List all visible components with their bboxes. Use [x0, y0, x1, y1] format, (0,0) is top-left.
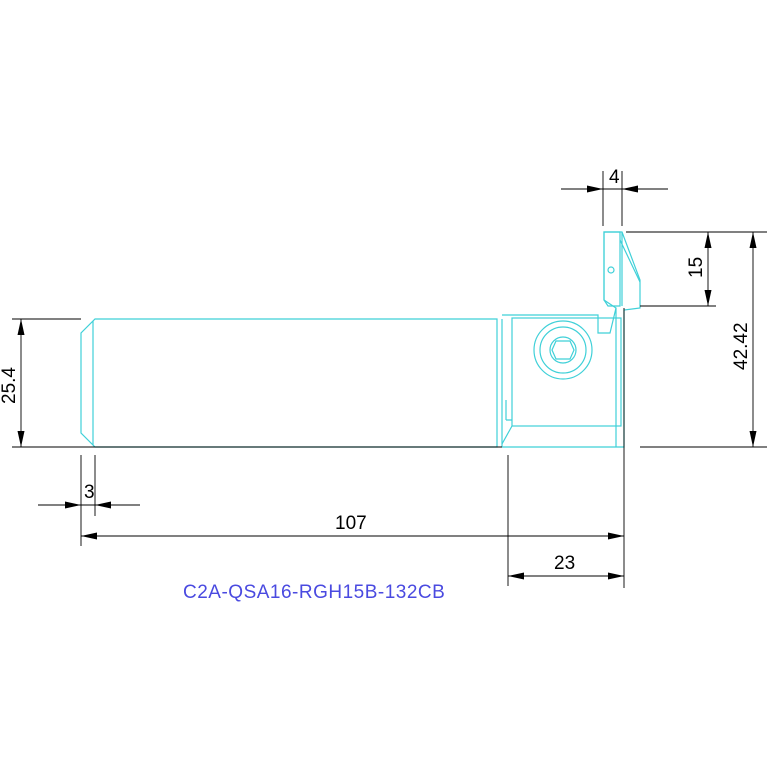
insert-edge [619, 232, 641, 306]
part-number: C2A-QSA16-RGH15B-132CB [183, 582, 445, 603]
dim-3-label: 3 [84, 482, 95, 503]
head-inner-detail [501, 400, 513, 445]
dim-15-label: 15 [686, 257, 707, 278]
dim-23-label: 23 [554, 553, 575, 574]
clamp-screw-icon [533, 320, 593, 380]
shank-outline [80, 318, 498, 448]
dim-25-label: 25.4 [0, 367, 20, 404]
tool-outline [80, 231, 641, 448]
dim-4-label: 4 [609, 167, 620, 188]
dim-42-label: 42.42 [731, 322, 752, 370]
dim-107-label: 107 [335, 513, 367, 534]
insert-pin [607, 266, 615, 274]
head-inner-frame [511, 317, 622, 427]
insert-outline [603, 231, 621, 307]
dimension-lines [12, 171, 767, 588]
